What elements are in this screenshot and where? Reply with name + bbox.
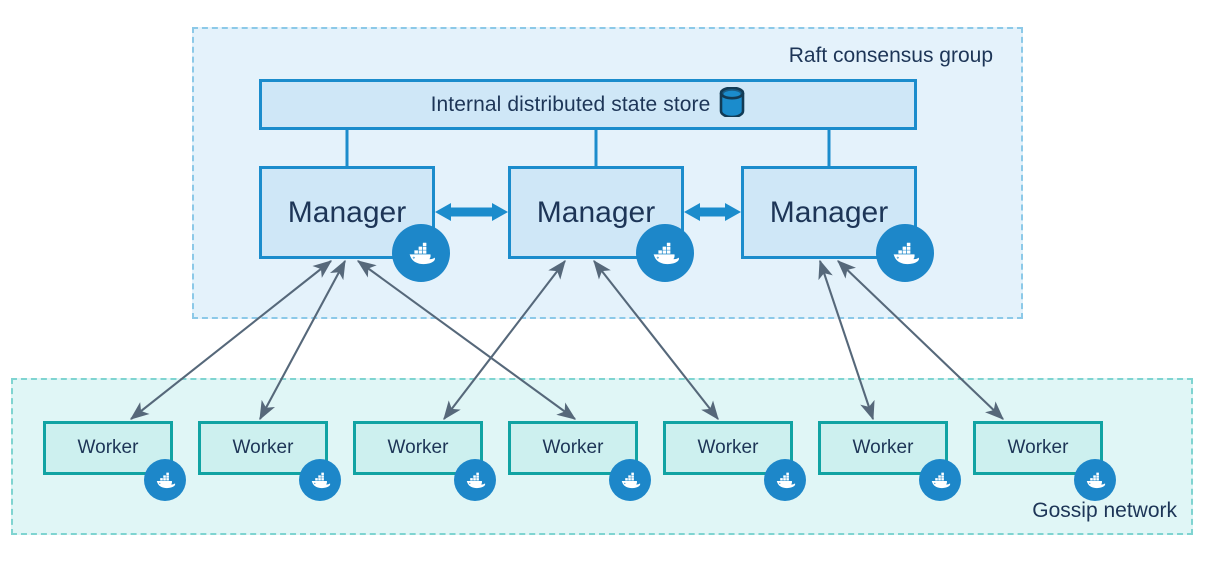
worker-1-label: Worker xyxy=(77,437,139,458)
manager-2-label: Manager xyxy=(536,195,656,229)
node-worker-3[interactable]: Worker xyxy=(353,421,483,475)
docker-whale-icon-worker-6 xyxy=(919,459,961,501)
database-cylinder-icon xyxy=(719,86,745,122)
docker-whale-icon-worker-5 xyxy=(764,459,806,501)
docker-whale-icon-worker-4 xyxy=(609,459,651,501)
worker-4-label: Worker xyxy=(542,437,604,458)
node-worker-4[interactable]: Worker xyxy=(508,421,638,475)
worker-6-label: Worker xyxy=(852,437,914,458)
docker-whale-icon-worker-1 xyxy=(144,459,186,501)
group-label-gossip: Gossip network xyxy=(1032,499,1177,522)
worker-2-label: Worker xyxy=(232,437,294,458)
worker-7-label: Worker xyxy=(1007,437,1069,458)
manager-1-label: Manager xyxy=(287,195,407,229)
state-store-label: Internal distributed state store xyxy=(430,92,711,116)
node-manager-3[interactable]: Manager xyxy=(741,166,917,259)
node-worker-5[interactable]: Worker xyxy=(663,421,793,475)
worker-5-label: Worker xyxy=(697,437,759,458)
node-state-store[interactable]: Internal distributed state store xyxy=(259,79,917,130)
worker-3-label: Worker xyxy=(387,437,449,458)
docker-whale-icon-manager-2 xyxy=(636,224,694,282)
docker-whale-icon-worker-7 xyxy=(1074,459,1116,501)
docker-whale-icon-manager-1 xyxy=(392,224,450,282)
docker-whale-icon-manager-3 xyxy=(876,224,934,282)
docker-whale-icon-worker-2 xyxy=(299,459,341,501)
group-label-raft: Raft consensus group xyxy=(788,44,993,67)
manager-3-label: Manager xyxy=(769,195,889,229)
docker-whale-icon-worker-3 xyxy=(454,459,496,501)
